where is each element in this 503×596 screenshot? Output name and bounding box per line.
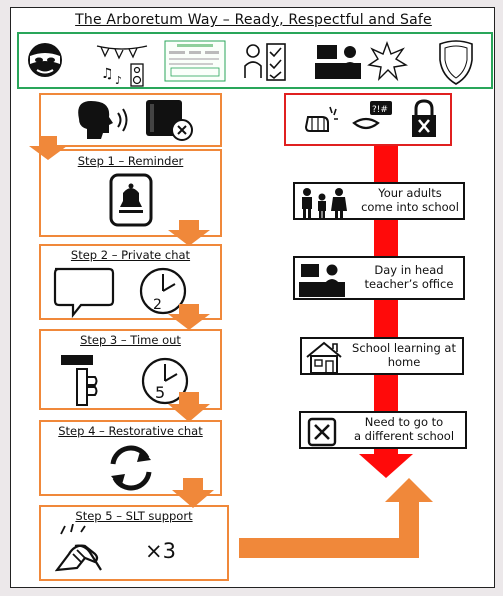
- book-cross-icon: [146, 100, 193, 141]
- svg-text:2: 2: [153, 297, 162, 313]
- handshake-icon: [55, 524, 107, 576]
- speech-clock-2-icon: 2: [51, 265, 211, 319]
- consequence-1: Your adults come into school: [293, 182, 465, 220]
- step-4-label: Step 4 – Restorative chat: [58, 424, 203, 438]
- consequence-3: School learning at home: [300, 337, 464, 375]
- consequence-2: Day in head teacher’s office: [293, 256, 465, 300]
- consequence-header-box: ?!#: [284, 93, 452, 146]
- flow-arrow: [172, 478, 214, 508]
- step-5-label: Step 5 – SLT support: [75, 509, 193, 523]
- step-4-box: Step 4 – Restorative chat: [39, 420, 222, 496]
- refresh-icon: [103, 442, 159, 494]
- step-5-multiplier: ×3: [145, 539, 176, 563]
- svg-text:♫: ♫: [101, 66, 114, 82]
- cross-box-icon: [307, 417, 337, 447]
- step-5-box: Step 5 – SLT support ×3: [39, 505, 229, 581]
- house-icon: [306, 341, 342, 374]
- poster: The Arboretum Way – Ready, Respectful an…: [10, 7, 495, 588]
- step-1-label: Step 1 – Reminder: [77, 154, 184, 168]
- padlock-cross-icon: [412, 99, 436, 137]
- ninja-mask-icon: [28, 43, 62, 77]
- step-1-box: Step 1 – Reminder: [39, 149, 222, 237]
- step-2-box: Step 2 – Private chat 2: [39, 244, 222, 320]
- consequence-1-line1: Your adults: [378, 186, 442, 200]
- consequence-2-line2: teacher’s office: [364, 277, 454, 292]
- burst-icon: [367, 40, 408, 82]
- office-desk-icon: [299, 264, 345, 297]
- person-checklist-icon: [244, 43, 286, 81]
- step-3-box: Step 3 – Time out 5: [39, 329, 222, 410]
- flow-arrow: [168, 220, 210, 246]
- hitting-fist-icon: [304, 106, 338, 132]
- step-3-label: Step 3 – Time out: [80, 333, 181, 347]
- shield-icon: [439, 40, 473, 85]
- consequence-4: Need to go to a different school: [299, 411, 467, 449]
- consequence-4-line2: a different school: [353, 429, 455, 444]
- svg-text:5: 5: [155, 383, 165, 402]
- hand-clock-5-icon: 5: [55, 351, 215, 409]
- flow-arrow: [29, 136, 67, 160]
- bell-card-icon: [109, 173, 155, 229]
- poster-title: The Arboretum Way – Ready, Respectful an…: [75, 12, 432, 28]
- office-desk-icon: [315, 45, 361, 79]
- consequence-1-line2: come into school: [361, 200, 459, 215]
- flow-arrow: [168, 392, 210, 422]
- escalation-arrow: [239, 478, 433, 558]
- svg-text:?!#: ?!#: [372, 105, 388, 115]
- values-icon-bar: ♫ ♪: [17, 32, 493, 89]
- consequence-2-line1: Day in head: [374, 263, 444, 277]
- svg-text:♪: ♪: [115, 74, 122, 87]
- intro-box: [39, 93, 222, 147]
- consequence-3-line1: School learning at: [352, 341, 456, 355]
- swearing-mouth-icon: ?!#: [352, 101, 392, 130]
- family-icon: [302, 188, 347, 218]
- consequence-3-line2: home: [387, 355, 421, 370]
- step-2-label: Step 2 – Private chat: [70, 248, 191, 262]
- party-music-icon: ♫ ♪: [96, 45, 148, 87]
- flow-arrow: [168, 304, 210, 330]
- consequence-arrow-head: [359, 454, 413, 478]
- talking-head-icon: [78, 101, 128, 139]
- consequence-4-line1: Need to go to: [364, 415, 444, 429]
- behaviour-policy-document-icon: [164, 40, 226, 82]
